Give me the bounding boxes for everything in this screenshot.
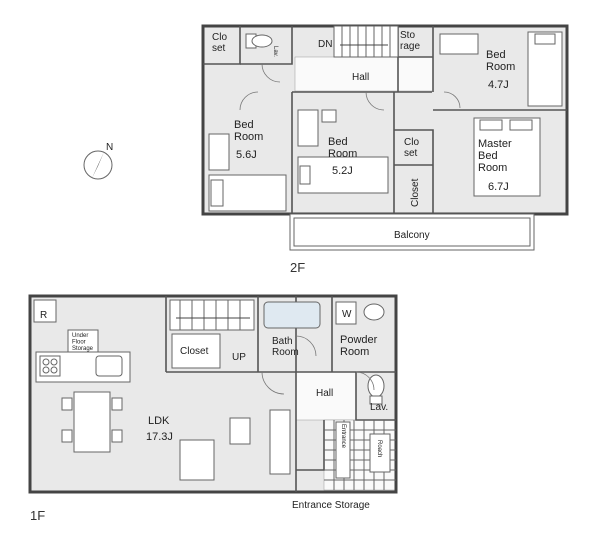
sofa	[179, 439, 215, 481]
first-floor-outline	[28, 294, 398, 494]
toilet-2f	[245, 33, 273, 49]
entrance-storage-label: Entrance Storage	[292, 500, 370, 511]
dining-set	[61, 391, 123, 453]
balcony	[289, 213, 535, 251]
roach-label: Roach	[376, 440, 382, 457]
bed-c-size: 5.2J	[332, 165, 353, 177]
balcony-rail	[293, 217, 531, 247]
chair-center	[321, 109, 337, 123]
desk-ne	[439, 33, 479, 55]
compass: N	[83, 142, 113, 180]
entrance-label: Entrance	[340, 424, 346, 449]
bed-northeast	[439, 31, 563, 107]
door-lav-2f	[261, 63, 281, 83]
bed-master	[473, 117, 541, 197]
compass-needle-icon	[92, 152, 104, 178]
door-lav-1f	[355, 371, 375, 391]
closet-tall-label: Closet	[410, 178, 421, 207]
closet-1f-box	[171, 333, 221, 369]
kitchen	[33, 299, 131, 383]
hall-1f-floor	[295, 371, 357, 421]
door-bed-w	[239, 91, 259, 111]
fridge-box	[33, 299, 57, 323]
closet-1f-label: Closet	[180, 346, 209, 357]
wall-lav-1f	[355, 372, 396, 421]
up-label: UP	[232, 352, 246, 363]
first-floor-label: 1F	[30, 508, 45, 523]
second-floor-label: 2F	[290, 260, 305, 275]
kitchen-sink	[95, 355, 123, 377]
door-bath	[295, 335, 317, 357]
door-bed-c	[365, 91, 385, 111]
washer-box	[335, 301, 357, 325]
balcony-label: Balcony	[394, 230, 430, 241]
master-size: 6.7J	[488, 181, 509, 193]
ldk-size: 17.3J	[146, 431, 173, 443]
dn-label: DN	[318, 39, 332, 50]
second-floor-outline	[201, 24, 569, 216]
door-ldk	[261, 371, 285, 395]
ldk-name: LDK	[148, 415, 170, 427]
hall-1f-label: Hall	[316, 388, 333, 399]
hall-2f-floor	[294, 56, 434, 92]
powder-sink	[363, 303, 385, 321]
bathtub	[263, 301, 321, 329]
entrance-shoe-rack	[335, 421, 351, 479]
tv-board	[269, 409, 291, 475]
lav-2f-label: Lav.	[272, 46, 278, 57]
desk-center	[297, 109, 319, 147]
bed-w-size: 5.6J	[236, 149, 257, 161]
door-master	[443, 91, 461, 109]
roach-box	[369, 433, 391, 473]
bed-west	[208, 133, 287, 212]
stairs-2f	[333, 25, 399, 58]
underfloor-box	[67, 329, 99, 353]
coffee-table	[229, 417, 251, 445]
r-mark-label: R	[40, 310, 47, 321]
compass-north-label: N	[106, 142, 113, 153]
stove	[39, 355, 61, 377]
w-mark-label: W	[342, 309, 352, 320]
wall-lav-2f	[240, 26, 293, 65]
bed-ne-size: 4.7J	[488, 79, 509, 91]
hall-2f-label: Hall	[352, 72, 369, 83]
toilet-1f	[367, 374, 385, 398]
lav-1f-label: Lav.	[370, 402, 388, 413]
stairs-1f	[169, 299, 255, 331]
bed-center	[297, 109, 389, 194]
entrance-tiles	[324, 420, 396, 490]
desk-west	[208, 133, 230, 171]
wall-closets	[394, 129, 434, 214]
